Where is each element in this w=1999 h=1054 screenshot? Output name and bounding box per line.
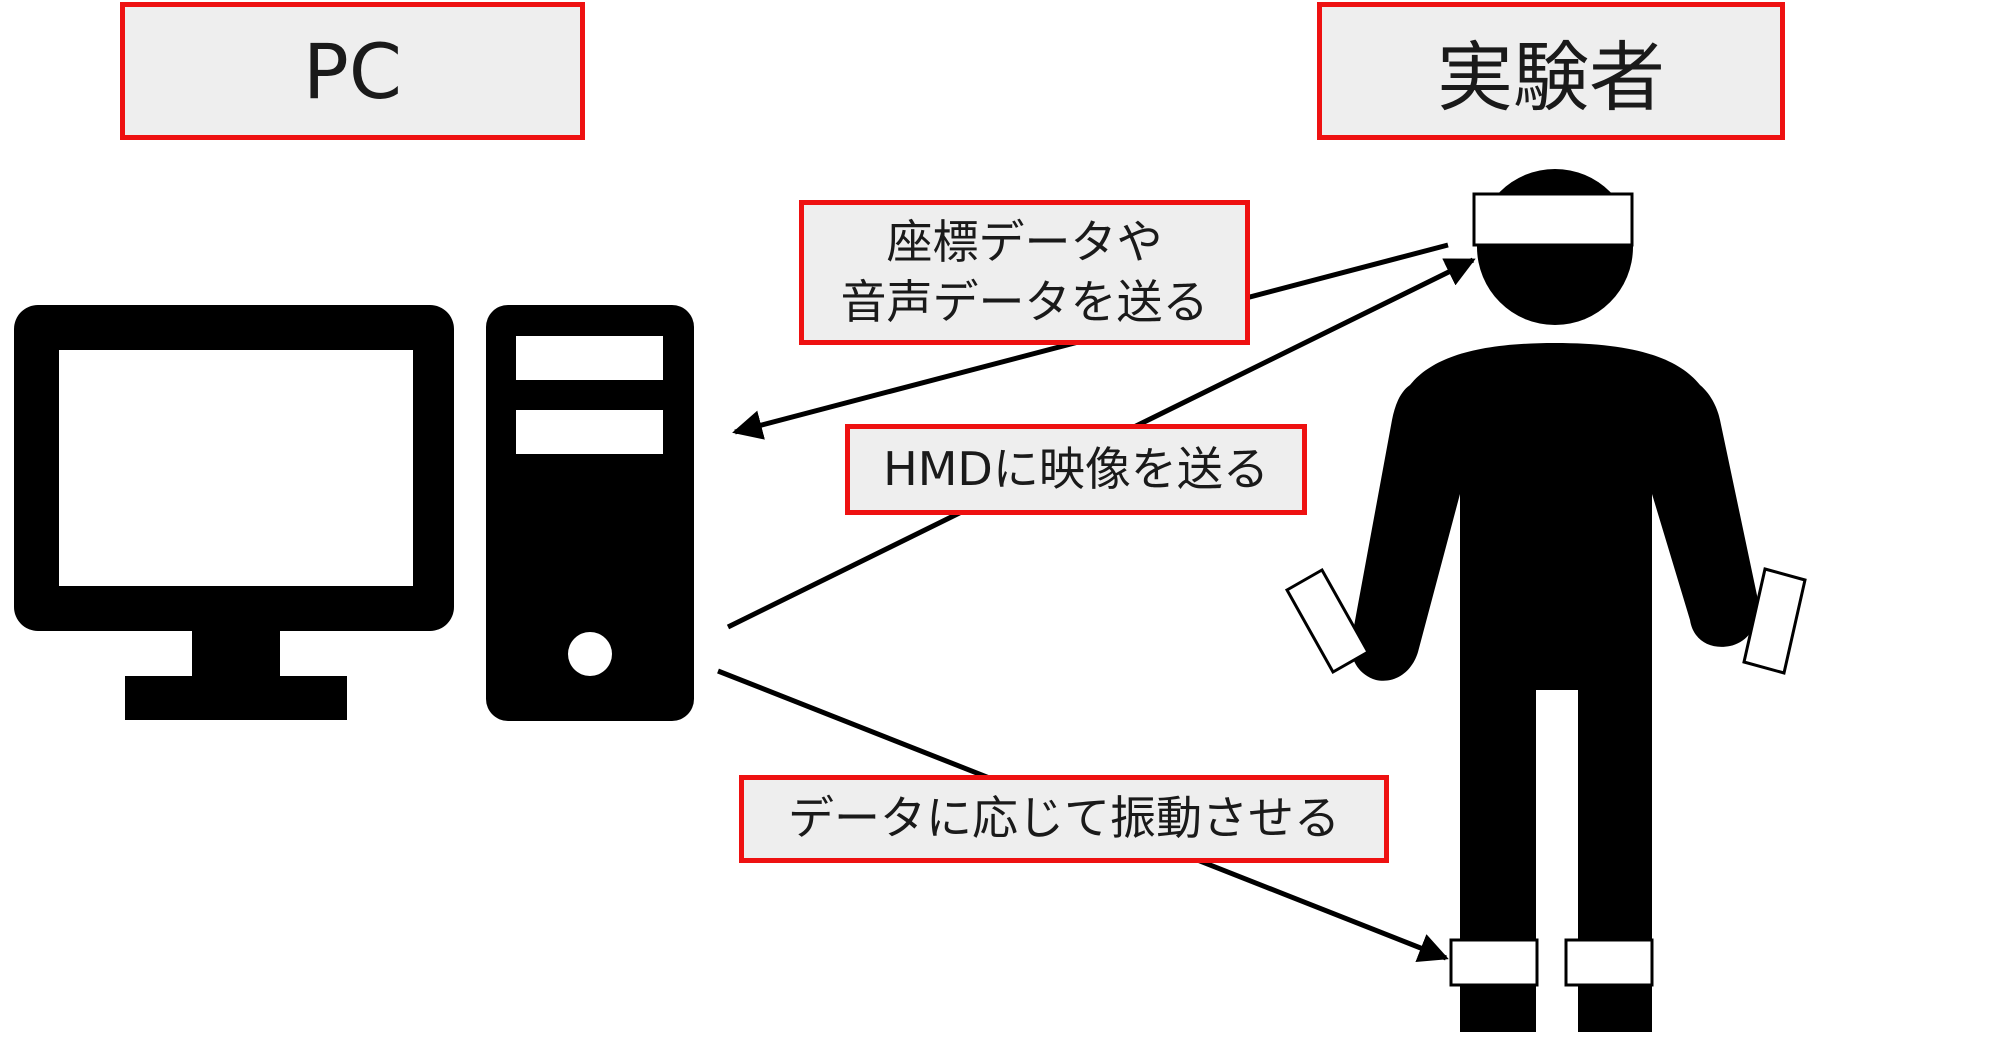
right-controller-icon xyxy=(1742,567,1807,675)
subject-title: 実験者 xyxy=(1437,33,1665,122)
person-with-hmd-icon xyxy=(1284,169,1807,1032)
left-controller-icon xyxy=(1284,567,1371,675)
vibration-label: データに応じて振動させる xyxy=(788,791,1340,846)
right-ankle-vibrator-icon xyxy=(1564,938,1654,987)
left-ankle-vibrator-icon xyxy=(1449,938,1539,987)
coordinate-audio-label-box: 座標データや 音声データを送る xyxy=(799,200,1250,345)
coordinate-audio-label-line2: 音声データを送る xyxy=(840,274,1209,329)
coordinate-audio-label-line1: 座標データや xyxy=(886,214,1163,269)
hmd-video-label: HMDに映像を送る xyxy=(883,441,1269,496)
subject-title-box: 実験者 xyxy=(1317,2,1785,140)
vibration-label-box: データに応じて振動させる xyxy=(739,775,1389,863)
pc-tower-icon xyxy=(486,305,694,721)
pc-title-box: PC xyxy=(120,2,585,140)
hmd-video-label-box: HMDに映像を送る xyxy=(845,424,1307,515)
computer-monitor-icon xyxy=(14,305,454,720)
pc-title: PC xyxy=(303,26,402,116)
hmd-icon xyxy=(1472,192,1634,247)
